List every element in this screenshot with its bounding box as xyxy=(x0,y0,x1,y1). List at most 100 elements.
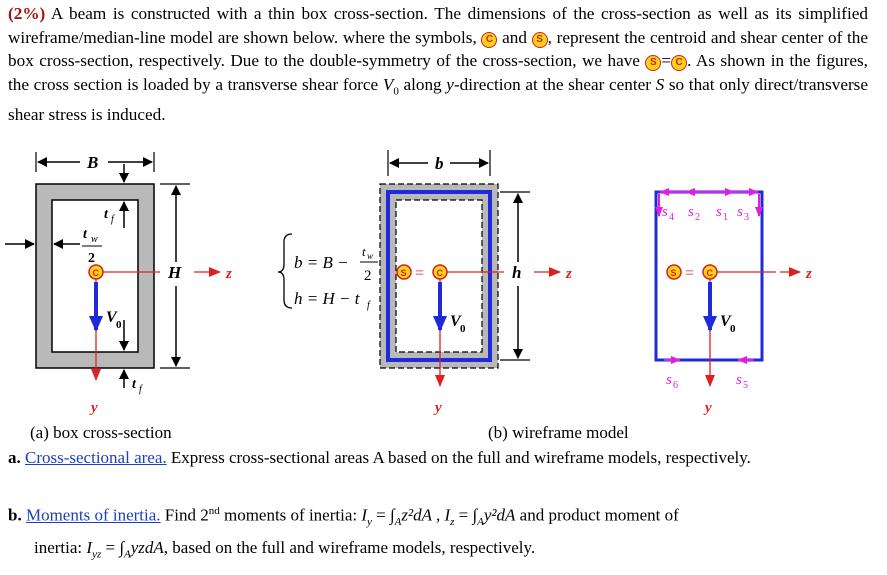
Iy-arg: z²dA , xyxy=(401,505,441,525)
dim-H: H xyxy=(167,263,182,282)
tf-bottom: t xyxy=(132,377,137,392)
Iz-sub: z xyxy=(450,516,455,529)
problem-text-6: so that only direct/transverse shear str… xyxy=(8,74,868,125)
s6-label: s xyxy=(666,372,672,388)
rel-den: 2 xyxy=(364,268,372,284)
problem-text-2: , represent the centroid and shear cente… xyxy=(8,27,868,71)
s5-label: s xyxy=(736,372,742,388)
question-b-text-3: and product moment of xyxy=(515,505,679,525)
median-line-b xyxy=(386,190,492,362)
figure-a-box-section: B t f t w 2 H t f z y V 0 C xyxy=(5,152,232,416)
question-a-label: a. xyxy=(8,448,21,467)
tf-bottom-sub: f xyxy=(139,384,143,395)
rel-tw-sub: w xyxy=(367,251,373,261)
question-b-text-4: inertia: xyxy=(34,538,83,558)
figure-b-wireframe: b h z y V 0 S = C xyxy=(379,150,572,416)
shear-center-icon-b xyxy=(396,264,412,280)
Iy-integral: = ∫ xyxy=(376,505,395,525)
dim-B: B xyxy=(86,153,98,172)
dim-h: h xyxy=(512,263,521,282)
question-b-label: b. xyxy=(8,505,22,525)
s6-sub: 6 xyxy=(673,380,678,391)
tf-top: t xyxy=(104,207,109,222)
moments-of-inertia-link[interactable]: Moments of inertia. xyxy=(25,505,161,525)
y-direction: y xyxy=(446,74,454,94)
centroid-letter-c: C xyxy=(707,268,714,278)
s2-label: s xyxy=(688,204,694,220)
problem-eq: = xyxy=(661,51,672,70)
force-V-c: V xyxy=(720,313,732,330)
Iyz-sub: yz xyxy=(92,548,102,561)
s1-label: s xyxy=(716,204,722,220)
Iyz-arg: yzdA xyxy=(130,538,164,558)
s2-sub: 2 xyxy=(695,212,700,223)
rel-tw: t xyxy=(362,244,366,259)
axis-y-a: y xyxy=(89,400,98,416)
s4-sub: 4 xyxy=(669,212,674,223)
question-b-text-5: , based on the full and wireframe models… xyxy=(163,538,536,558)
s4-label: s xyxy=(662,204,668,220)
shear-center-letter: S xyxy=(655,74,665,94)
rel-h-eq: h = H − t xyxy=(294,289,361,308)
tw-label: t xyxy=(83,227,88,242)
question-b-nd: nd xyxy=(208,505,220,517)
centroid-letter-a: C xyxy=(93,268,100,278)
tw-label-sub: w xyxy=(91,234,98,245)
Iz-integral: = ∫ xyxy=(458,505,478,525)
force-V-b-sub: 0 xyxy=(460,323,466,335)
question-a-text: Express cross-sectional areas A based on… xyxy=(166,448,751,467)
equals-b: = xyxy=(415,265,424,282)
tw-denominator: 2 xyxy=(88,251,95,266)
axis-y-b: y xyxy=(433,400,442,416)
problem-text-and: and xyxy=(497,27,532,47)
centroid-icon-c xyxy=(702,264,718,280)
axis-z-c: z xyxy=(805,266,812,282)
s5-sub: 5 xyxy=(743,380,748,391)
problem-text-1: A beam is constructed with a thin box cr… xyxy=(8,4,868,47)
s3-sub: 3 xyxy=(744,212,749,223)
axis-z-a: z xyxy=(225,266,232,282)
Iyz-A: A xyxy=(124,548,131,561)
equals-c: = xyxy=(685,265,694,282)
centroid-symbol-icon-2: C xyxy=(671,55,688,71)
question-b-text-2: moments of inertia: xyxy=(219,505,358,525)
centroid-letter-b: C xyxy=(437,268,444,278)
rel-b-eq: b = B − xyxy=(294,253,349,272)
Iy-sub: y xyxy=(367,516,372,529)
figure-c-s-coordinates: s 4 s 2 s 1 s 3 s 6 s 5 z y V 0 S = C xyxy=(654,188,812,416)
caption-b: (b) wireframe model xyxy=(488,423,629,442)
Iy-symbol: I xyxy=(361,505,368,525)
s1-sub: 1 xyxy=(723,212,728,223)
question-a: a. Cross-sectional area. Express cross-s… xyxy=(8,447,868,469)
Iyz-integral: = ∫ xyxy=(105,538,125,558)
shear-center-icon-c xyxy=(666,264,682,280)
problem-text-5: -direction at the shear center xyxy=(453,74,656,94)
axis-z-b: z xyxy=(565,266,572,282)
shear-center-letter-c: S xyxy=(671,268,677,278)
dim-b: b xyxy=(435,154,444,173)
shear-center-symbol-icon: S xyxy=(531,31,548,48)
Iz-arg: y²dA xyxy=(483,505,516,525)
shear-force-sub: 0 xyxy=(393,84,399,97)
problem-weight: (2%) xyxy=(8,4,46,23)
cross-sectional-area-link[interactable]: Cross-sectional area. xyxy=(25,448,167,467)
Iyz-symbol: I xyxy=(86,538,93,558)
problem-text-3: . As shown in the figures, the cross sec… xyxy=(8,51,868,94)
caption-a: (a) box cross-section xyxy=(30,423,172,442)
force-V-b: V xyxy=(450,313,462,330)
force-V-a: V xyxy=(106,309,118,326)
force-V-c-sub: 0 xyxy=(730,323,736,335)
s3-label: s xyxy=(737,204,743,220)
tf-top-sub: f xyxy=(111,214,115,225)
centroid-symbol-icon: C xyxy=(481,31,498,48)
problem-statement: (2%) A beam is constructed with a thin b… xyxy=(8,2,868,127)
geometry-relations: b = B − t w 2 h = H − t f xyxy=(277,233,378,311)
shear-center-letter-b: S xyxy=(401,268,407,278)
shear-force-symbol: V xyxy=(382,74,394,94)
rel-h-sub: f xyxy=(367,300,371,311)
Iz-symbol: I xyxy=(444,505,451,525)
shear-center-symbol-icon-2: S xyxy=(645,55,662,71)
Iz-A: A xyxy=(477,516,484,529)
Iy-A: A xyxy=(394,516,402,529)
question-b: b. Moments of inertia. Find 2nd moments … xyxy=(8,498,868,567)
